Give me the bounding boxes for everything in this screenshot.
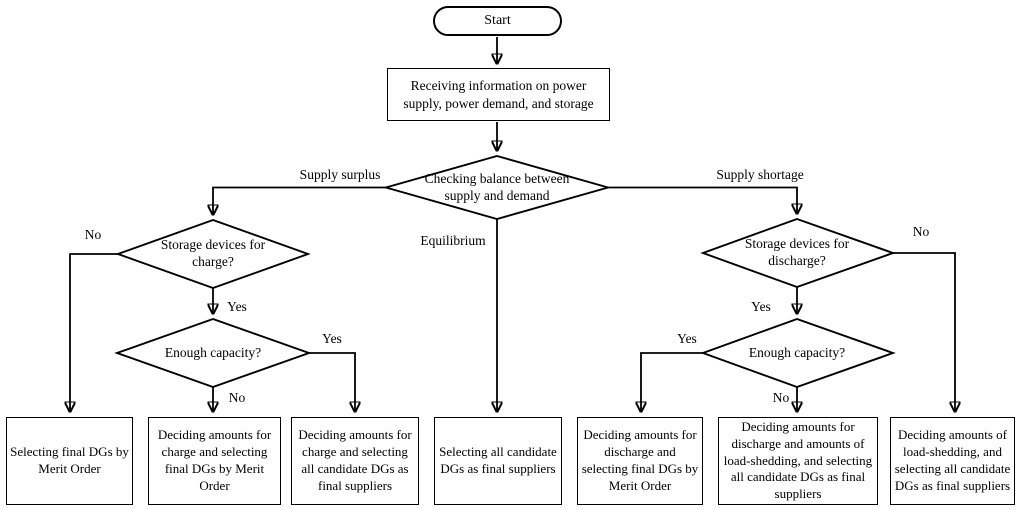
edge-discharge-no [893,252,955,411]
node-receive-info-label: Receiving information on power supply, p… [403,78,594,111]
decision-enough-capacity-right-label: Enough capacity? [748,344,846,360]
edge-label-charge-no: No [84,227,102,242]
edge-label-supply-shortage: Supply shortage [716,167,804,182]
node-outcome-load-shedding: Deciding amounts of load-shedding, and s… [890,417,1015,505]
outcome-discharge-shed-label: Deciding amounts for discharge and amoun… [723,418,873,502]
edge-capacity-left-yes [309,352,355,411]
node-outcome-charge-all: Deciding amounts for charge and selectin… [291,417,419,505]
decision-storage-charge-label: Storage devices for charge? [160,237,266,269]
decision-check-balance-label: Checking balance between supply and dema… [424,171,570,203]
decision-enough-capacity-left-label: Enough capacity? [164,344,262,360]
edge-label-supply-surplus: Supply surplus [299,167,381,182]
edge-label-capacity-left-no: No [228,390,246,405]
edge-label-equilibrium: Equilibrium [420,233,486,248]
edge-label-discharge-yes: Yes [751,299,771,314]
decision-storage-discharge-label: Storage devices for discharge? [744,236,850,268]
edge-label-discharge-no: No [912,224,930,239]
node-outcome-all-candidates: Selecting all candidate DGs as final sup… [434,417,562,505]
edge-balance-supply-shortage [608,186,797,214]
node-outcome-charge-merit: Deciding amounts for charge and selectin… [148,417,281,505]
node-outcome-discharge-merit: Deciding amounts for discharge and selec… [577,417,703,505]
node-start-label: Start [484,13,511,28]
outcome-merit-order-label: Selecting final DGs by Merit Order [10,444,129,476]
edge-label-charge-yes: Yes [227,299,247,314]
edge-label-capacity-right-yes: Yes [677,331,697,346]
edge-balance-supply-surplus [213,186,386,215]
edge-label-capacity-right-no: No [772,390,790,405]
node-receive-info: Receiving information on power supply, p… [387,68,610,121]
outcome-charge-all-label: Deciding amounts for charge and selectin… [298,427,412,493]
outcome-load-shedding-label: Deciding amounts of load-shedding, and s… [894,427,1011,493]
outcome-discharge-merit-label: Deciding amounts for discharge and selec… [581,427,699,493]
node-start: Start [433,6,562,36]
edge-capacity-right-yes [641,352,703,411]
outcome-all-candidates-label: Selecting all candidate DGs as final sup… [439,444,557,476]
edge-label-capacity-left-yes: Yes [322,331,342,346]
edge-charge-no [70,253,118,411]
outcome-charge-merit-label: Deciding amounts for charge and selectin… [157,427,272,493]
node-outcome-merit-order: Selecting final DGs by Merit Order [6,417,133,505]
node-outcome-discharge-shed: Deciding amounts for discharge and amoun… [718,417,878,505]
